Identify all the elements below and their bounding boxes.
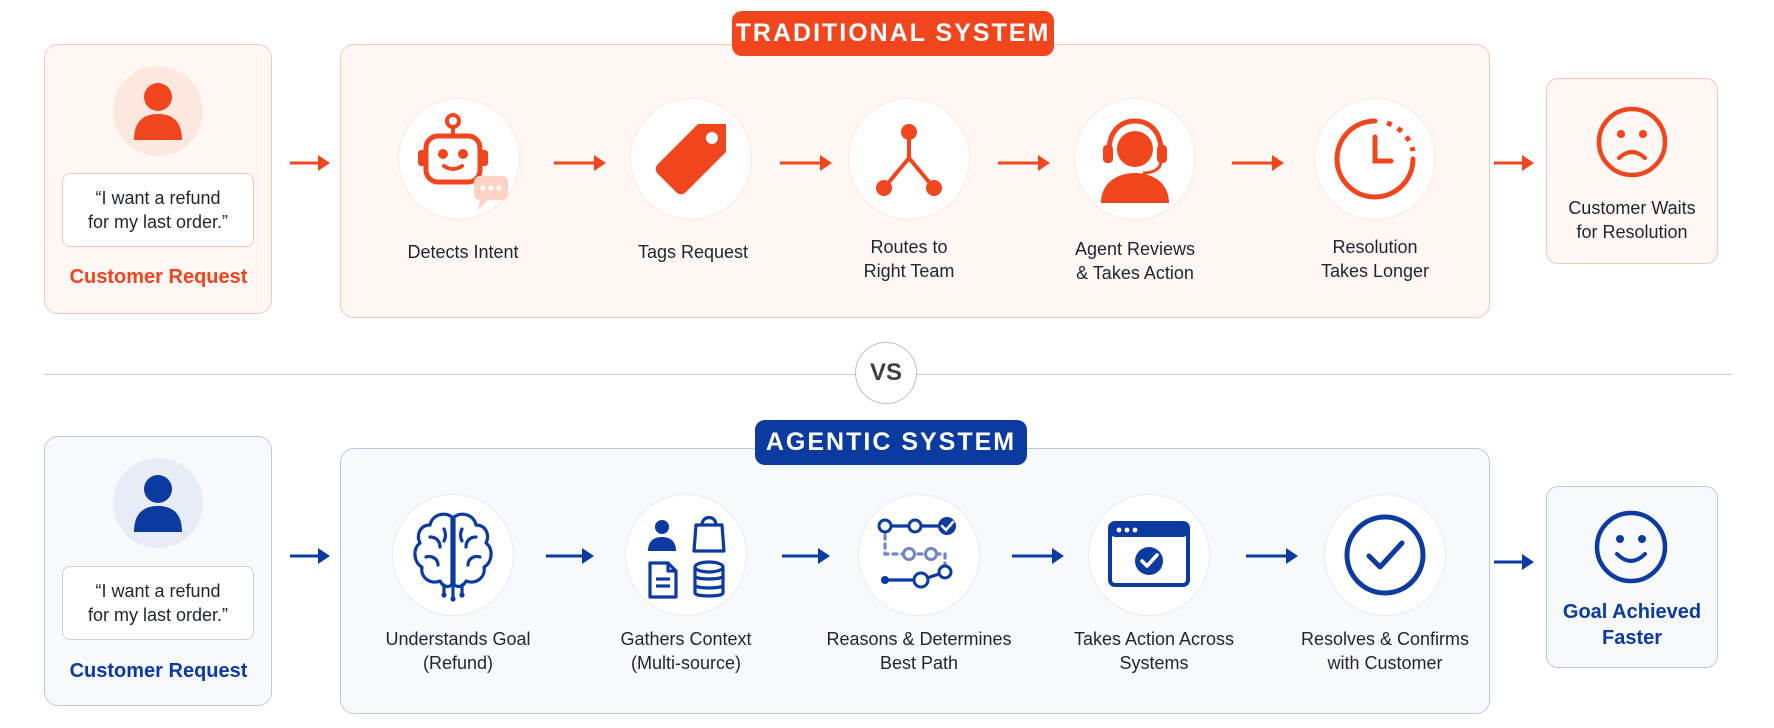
agentic-request-quote: “I want a refund for my last order.” — [62, 566, 254, 640]
agentic-outcome-box — [1546, 486, 1718, 668]
tag-icon — [655, 124, 726, 195]
routing-fork-icon — [876, 124, 942, 196]
step-resolution-longer — [1314, 98, 1436, 220]
arrow-icon — [1246, 548, 1298, 564]
agentic-request-label: Customer Request — [69, 660, 248, 682]
happy-face-icon — [1594, 510, 1668, 584]
brain-icon — [413, 512, 493, 602]
headset-agent-icon — [1101, 118, 1169, 203]
step-label: Agent Reviews & Takes Action — [1074, 239, 1196, 283]
agentic-avatar — [113, 458, 203, 548]
step-reasons-path — [858, 494, 980, 616]
browser-check-icon — [1108, 521, 1190, 587]
arrow-icon — [290, 548, 330, 564]
step-label: Understands Goal (Refund) — [385, 629, 531, 673]
step-routes-team — [848, 98, 970, 220]
arrow-icon — [1232, 155, 1284, 171]
arrow-icon — [290, 155, 330, 171]
traditional-request-label: Customer Request — [69, 266, 248, 288]
vs-badge: VS — [855, 342, 917, 404]
arrow-icon — [546, 548, 594, 564]
agentic-outcome-label: Goal Achieved Faster — [1562, 601, 1702, 649]
arrow-icon — [782, 548, 830, 564]
arrow-icon — [1494, 554, 1534, 570]
step-understands-goal — [392, 494, 514, 616]
multi-source-icon — [648, 515, 726, 599]
step-agent-reviews — [1074, 98, 1196, 220]
check-circle-icon — [1344, 514, 1426, 596]
step-tags-request — [630, 98, 752, 220]
traditional-outcome-label: Customer Waits for Resolution — [1568, 198, 1696, 242]
traditional-avatar — [113, 66, 203, 156]
arrow-icon — [1012, 548, 1064, 564]
arrow-icon — [998, 155, 1050, 171]
user-icon — [134, 83, 182, 140]
agentic-title-badge: AGENTIC SYSTEM — [755, 420, 1027, 465]
step-resolves-confirms — [1324, 494, 1446, 616]
step-detects-intent — [398, 98, 520, 220]
step-label: Resolves & Confirms with Customer — [1300, 629, 1470, 673]
path-network-icon — [877, 517, 956, 589]
clock-icon — [1334, 118, 1416, 200]
step-label: Reasons & Determines Best Path — [826, 629, 1012, 673]
arrow-icon — [554, 155, 606, 171]
user-icon — [134, 475, 182, 532]
step-label: Takes Action Across Systems — [1073, 629, 1235, 673]
arrow-icon — [1494, 155, 1534, 171]
step-label: Gathers Context (Multi-source) — [620, 629, 752, 673]
sad-face-icon — [1596, 106, 1668, 178]
robot-chat-icon — [418, 113, 508, 210]
step-label: Tags Request — [637, 242, 749, 262]
traditional-request-quote: “I want a refund for my last order.” — [62, 173, 254, 247]
step-label: Detects Intent — [407, 242, 519, 262]
traditional-title-badge: TRADITIONAL SYSTEM — [732, 11, 1054, 56]
arrow-icon — [780, 155, 832, 171]
step-takes-action — [1088, 494, 1210, 616]
step-label: Routes to Right Team — [863, 237, 955, 281]
step-label: Resolution Takes Longer — [1320, 237, 1430, 281]
step-gathers-context — [625, 494, 747, 616]
